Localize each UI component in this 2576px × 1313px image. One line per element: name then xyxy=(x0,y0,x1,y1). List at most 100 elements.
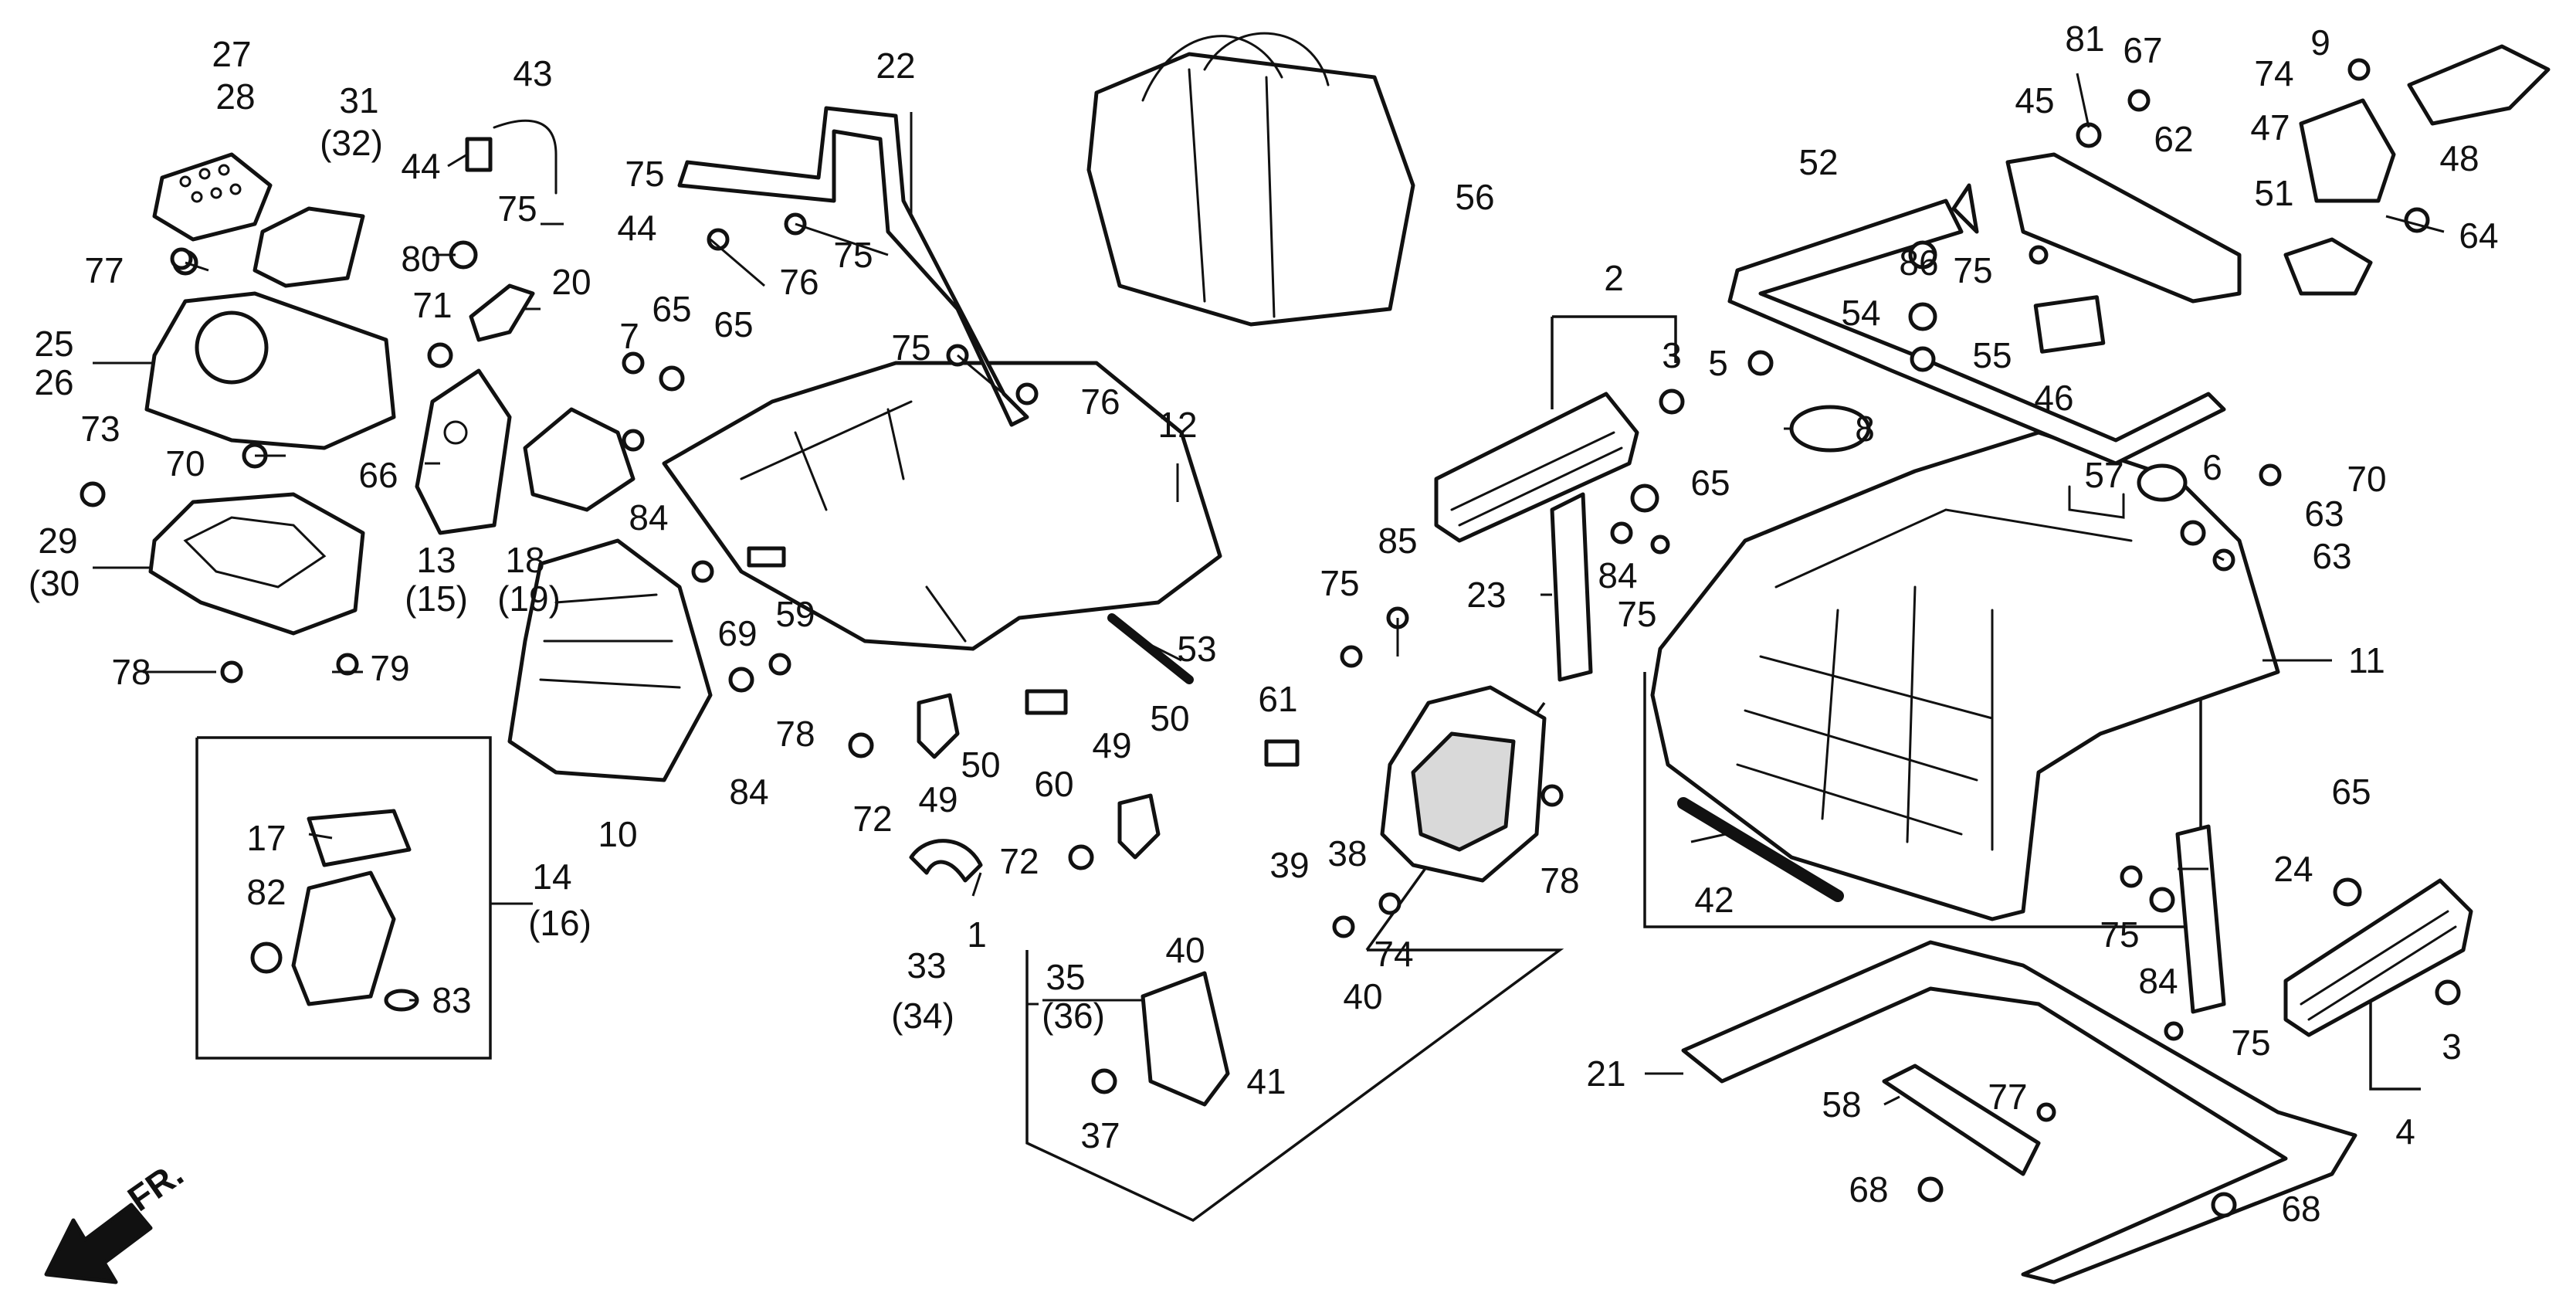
part-49-bracket-a xyxy=(917,693,960,759)
callout-75: 75 xyxy=(2231,1023,2271,1063)
callout-75: 75 xyxy=(1320,563,1360,603)
part-61-label xyxy=(1264,739,1300,767)
part-62-hinge xyxy=(2005,152,2242,304)
fasteners xyxy=(80,58,2461,1218)
part-13-bracket xyxy=(415,368,512,535)
part-31-pad xyxy=(253,206,365,288)
callout-50: 50 xyxy=(1150,698,1190,738)
part-22-grabrail xyxy=(677,106,1029,427)
part-11-rib-b xyxy=(1736,655,1994,836)
callout-55: 55 xyxy=(1972,335,2012,375)
part-1-strap xyxy=(909,839,983,883)
part-25-housing xyxy=(144,291,396,450)
callout-6: 6 xyxy=(2202,447,2222,487)
part-24-stay xyxy=(2175,824,2226,1014)
part-82-washer xyxy=(250,941,283,974)
callout-82: 82 xyxy=(246,872,286,912)
callout-37: 37 xyxy=(1080,1115,1120,1155)
callout-4: 4 xyxy=(2395,1111,2415,1152)
callout-8: 8 xyxy=(1855,409,1875,449)
callout-75: 75 xyxy=(497,188,537,229)
callout-65: 65 xyxy=(713,304,754,344)
callout-70: 70 xyxy=(165,443,205,483)
callout-57: 57 xyxy=(2084,455,2124,495)
callout-77: 77 xyxy=(1988,1077,2028,1117)
callout-75: 75 xyxy=(1617,594,1657,634)
callout-21: 21 xyxy=(1586,1053,1626,1094)
callout-33: 33 xyxy=(907,945,947,986)
callout-14: 14 xyxy=(532,857,572,897)
part-33-panel-inset xyxy=(1411,731,1516,852)
part-48-key xyxy=(2407,44,2551,126)
callout-43: 43 xyxy=(513,53,553,93)
group-frame-4 xyxy=(2369,996,2421,1091)
callout-72: 72 xyxy=(852,799,893,839)
callout-26: 26 xyxy=(34,362,74,402)
callout-58: 58 xyxy=(1822,1084,1862,1125)
callout-24: 24 xyxy=(2273,849,2313,889)
callout-41: 41 xyxy=(1246,1061,1286,1101)
callout-20: 20 xyxy=(551,262,591,302)
part-20-bracket xyxy=(469,283,535,342)
part-13-hole xyxy=(443,420,468,445)
callout-59: 59 xyxy=(775,594,815,634)
callout-38: 38 xyxy=(1327,833,1368,874)
part-52-seal xyxy=(1727,198,2226,466)
part-42-rod xyxy=(1677,797,1844,902)
part-52-seal-corner xyxy=(1951,183,1979,234)
callout-50: 50 xyxy=(961,745,1001,785)
callout-56: 56 xyxy=(1455,177,1495,217)
part-56-seams xyxy=(1188,68,1276,318)
callout-75: 75 xyxy=(891,327,931,368)
callout-78: 78 xyxy=(111,652,151,692)
part-46-block xyxy=(2033,295,2106,354)
group-frame-2 xyxy=(1552,315,1677,363)
group-frame-14 xyxy=(195,736,492,1060)
callout-40: 40 xyxy=(1165,930,1205,970)
callout-47: 47 xyxy=(2250,107,2290,148)
part-35-plate xyxy=(1141,971,1230,1107)
callout-74: 74 xyxy=(1374,934,1414,974)
callout-44: 44 xyxy=(401,146,441,186)
callout-75: 75 xyxy=(2100,914,2140,955)
part-2-lamp xyxy=(1434,392,1639,543)
part-59-label xyxy=(747,546,786,568)
part-4-lamp-lines xyxy=(2300,910,2457,1021)
callout-49: 49 xyxy=(918,779,958,819)
callout-61: 61 xyxy=(1258,679,1298,719)
callout-13: 13 xyxy=(416,540,456,580)
callout-62: 62 xyxy=(2154,119,2194,159)
callout-5: 5 xyxy=(1708,343,1728,383)
group-frame-33 xyxy=(1025,948,1564,1223)
callout-36: (36) xyxy=(1042,996,1105,1036)
part-21-trim xyxy=(1681,940,2357,1284)
part-4-lamp xyxy=(2283,878,2473,1037)
callout-84: 84 xyxy=(629,497,669,538)
callout-17: 17 xyxy=(246,818,286,858)
callout-71: 71 xyxy=(412,285,452,325)
part-64-catch xyxy=(2283,237,2373,296)
part-11-body xyxy=(1650,430,2280,921)
part-12-ribs xyxy=(740,400,967,643)
callout-22: 22 xyxy=(876,46,916,86)
callout-76: 76 xyxy=(1080,382,1120,422)
part-47-lock xyxy=(2299,98,2396,203)
callout-79: 79 xyxy=(370,648,410,688)
callout-65: 65 xyxy=(2331,772,2371,812)
part-6-cap xyxy=(2137,463,2188,502)
callout-64: 64 xyxy=(2459,215,2499,256)
callout-53: 53 xyxy=(1177,629,1217,669)
callout-16: (16) xyxy=(528,903,591,943)
callout-77: 77 xyxy=(84,250,124,290)
part-27-dots xyxy=(179,164,242,203)
part-10-ribs xyxy=(539,593,681,689)
part-49-bracket-b xyxy=(1117,793,1161,860)
callout-76: 76 xyxy=(779,262,819,302)
part-11-rib-a xyxy=(1774,508,2133,589)
callout-80: 80 xyxy=(401,239,441,279)
part-12-carrier xyxy=(662,361,1222,651)
callout-75: 75 xyxy=(833,235,873,275)
part-25-port xyxy=(195,310,269,385)
callout-27: 27 xyxy=(212,34,252,74)
callout-1: 1 xyxy=(967,914,987,955)
